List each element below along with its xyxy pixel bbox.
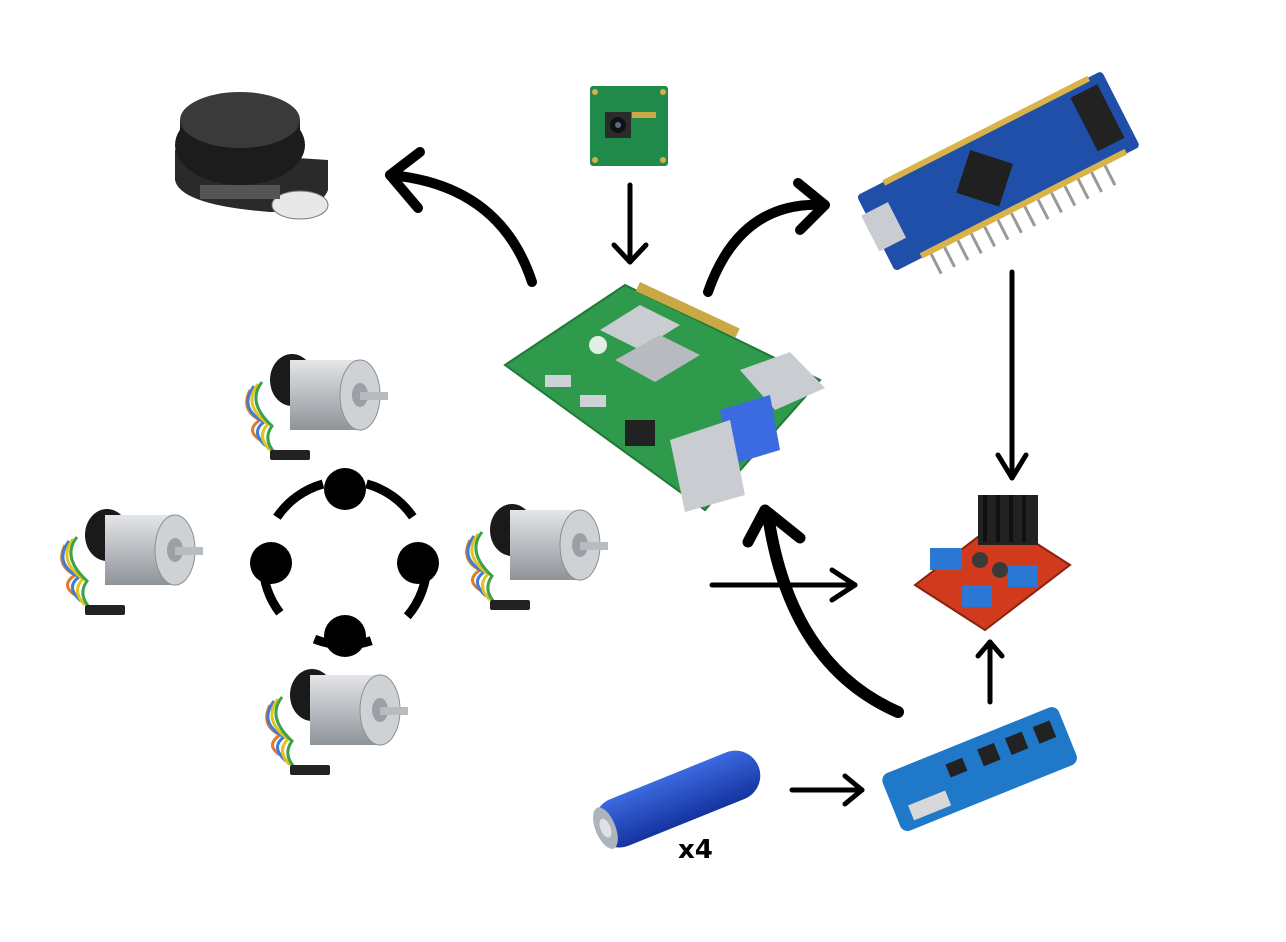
lidar-sensor-icon bbox=[175, 92, 329, 220]
wheel-layout-symbol bbox=[250, 468, 439, 657]
camera-module-icon bbox=[590, 86, 668, 166]
motor-right-icon bbox=[465, 502, 610, 612]
li-ion-battery-icon bbox=[593, 750, 761, 849]
arrow-camera-to-pi bbox=[611, 182, 649, 265]
raspberry-pi-board-icon bbox=[503, 281, 825, 512]
battery-count-label: x4 bbox=[678, 835, 713, 865]
motor-top-icon bbox=[245, 352, 390, 462]
battery-management-board-icon bbox=[882, 707, 1077, 831]
arrow-arduino-to-driver bbox=[995, 269, 1029, 481]
arrow-bms-to-driver bbox=[975, 639, 1005, 705]
motor-left-icon bbox=[60, 507, 205, 617]
arrow-pi-to-lidar bbox=[385, 147, 537, 287]
arrow-battery-to-bms bbox=[789, 773, 865, 807]
arrow-pi-to-arduino bbox=[703, 178, 830, 297]
arrow-bms-to-pi bbox=[742, 504, 904, 718]
motor-bottom-icon bbox=[265, 667, 410, 777]
motor-driver-icon bbox=[913, 495, 1072, 632]
arduino-nano-icon bbox=[857, 72, 1139, 275]
